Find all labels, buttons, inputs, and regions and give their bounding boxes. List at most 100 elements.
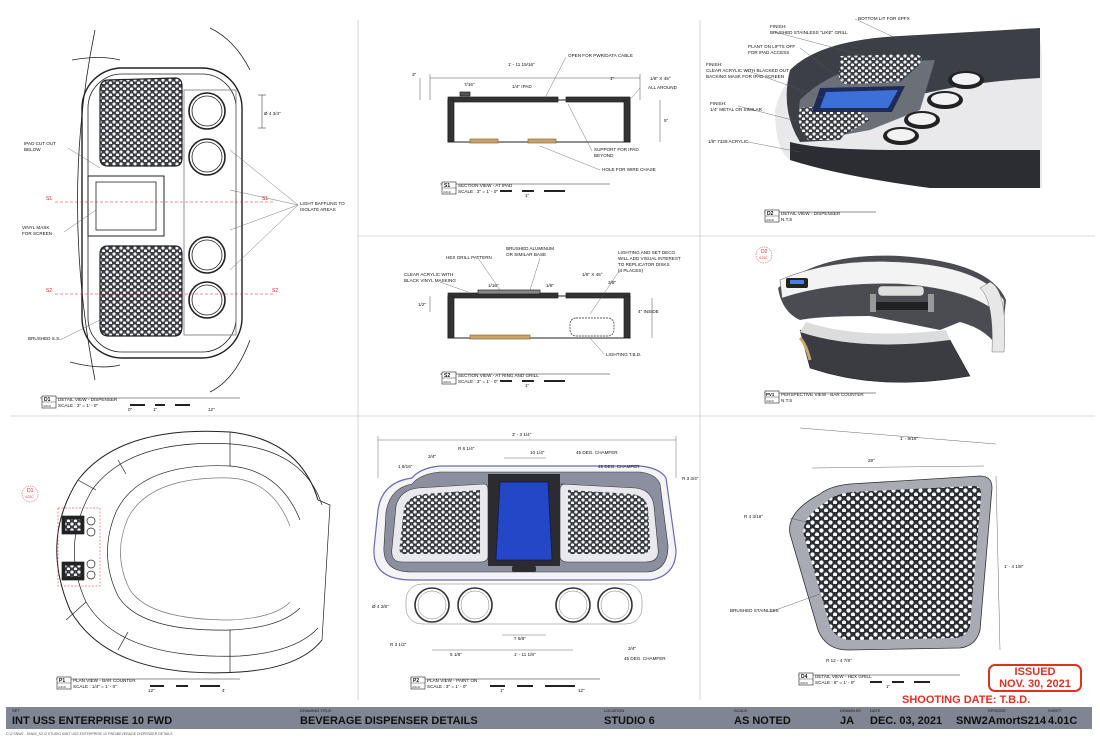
p2-bar-2: 12" bbox=[578, 688, 585, 693]
p1-bar-0: 12" bbox=[148, 688, 155, 693]
d1-note-vinyl: VINYL MASK bbox=[22, 225, 50, 230]
shooting-date: SHOOTING DATE: T.B.D. bbox=[902, 694, 1031, 706]
s2-note-light2: WILL ADD VISUAL INTEREST bbox=[618, 256, 681, 261]
d4-sheet-ref: 4.01C bbox=[800, 681, 809, 685]
p2-dim-d5: 5 1/8" bbox=[450, 652, 462, 657]
d1-note-vinyl2: FOR SCREEN bbox=[22, 231, 52, 236]
d2-note-plant2: FOR IPAD ACCESS bbox=[748, 50, 789, 55]
d1-scale: SCALE : 3" = 1' - 0" bbox=[58, 403, 98, 408]
d4-dim-d1: 1' - 9/16" bbox=[900, 436, 918, 441]
s2-leaders bbox=[439, 257, 621, 355]
d1-marker-s1-right: S1 bbox=[262, 196, 268, 202]
d1-dim-dia: Ø 4 3/4" bbox=[264, 111, 281, 116]
d1-number: D1 bbox=[44, 397, 51, 403]
p2-number: P2 bbox=[413, 678, 419, 684]
d1-title-block bbox=[40, 395, 240, 409]
d1-note-baffle2: ISOLATE AREAS bbox=[300, 207, 336, 212]
s2-scale: SCALE : 3" = 1' - 0" bbox=[458, 379, 498, 384]
p2-dim-d75: 7 5/8" bbox=[514, 636, 526, 641]
p1-drawing bbox=[21, 430, 331, 674]
d1-bar-0: 0" bbox=[128, 407, 133, 412]
pv1-callout-num: D2 bbox=[761, 249, 768, 255]
d1-bar-2: 12" bbox=[208, 407, 215, 412]
s1-note-ipad: 1/4" IPAD bbox=[512, 84, 532, 89]
s2-note-chamfer: 1/8" X 45° bbox=[582, 272, 603, 277]
tb-date-value: DEC. 03, 2021 bbox=[870, 715, 943, 727]
title-block: SET INT USS ENTERPRISE 10 FWD DRAWING TI… bbox=[6, 707, 1092, 729]
s2-dim-116: 1/16" bbox=[488, 283, 499, 288]
d4-number: D4 bbox=[801, 674, 808, 680]
d4-dim-r12: R 12 - 4 7/8" bbox=[826, 658, 852, 663]
s1-dim-3: 3" bbox=[412, 72, 417, 77]
file-path-footnote: C:\2 SNW2 - SNW2_S2 \2 STUDIO 6\INT USS … bbox=[6, 732, 173, 736]
p2-dim-d34: 3/4" bbox=[628, 646, 636, 651]
s2-note-brushed: BRUSHED ALUMINUM bbox=[506, 246, 554, 251]
d2-note-fin3: FINISH: bbox=[710, 101, 726, 106]
p1-title: PLAN VIEW - BAR COUNTER bbox=[73, 678, 136, 683]
s2-note-light1: LIGHTING AND SET DECO bbox=[618, 250, 676, 255]
tb-drawn-caption: DRAWN BY bbox=[840, 708, 862, 713]
d2-note-fin1b: BRUSHED STAINLESS "LIKE" GRILL bbox=[770, 30, 848, 35]
tb-episode: EPISODE AmortS214 bbox=[988, 707, 1048, 729]
s2-note-hex: HEX GRILL PATTERN bbox=[446, 255, 492, 260]
p2-dim-d4: 3/4" bbox=[428, 454, 436, 459]
tb-scale-value: AS NOTED bbox=[734, 715, 791, 727]
tb-scale-caption: SCALE bbox=[734, 708, 748, 713]
tb-location-value: STUDIO 6 bbox=[604, 715, 655, 727]
pv1-sheet-ref: 4.01C bbox=[766, 399, 775, 403]
s1-note-chamfer: 1/8" X 45° bbox=[650, 76, 671, 81]
d4-dim-d10: 1' - 4 1/8" bbox=[1004, 564, 1024, 569]
d2-title: DETAIL VIEW - DISPENSER bbox=[781, 211, 841, 216]
d2-render bbox=[775, 28, 1042, 188]
p1-callout-num: D1 bbox=[27, 488, 34, 494]
s1-dim-1: 1" bbox=[610, 76, 615, 81]
d1-section-lines bbox=[55, 201, 275, 295]
tb-episode-caption: EPISODE bbox=[988, 708, 1006, 713]
s1-dim-7: 7/16" bbox=[464, 82, 475, 87]
p2-dim-d10: 10 1/4" bbox=[530, 450, 545, 455]
p1-sheet-ref: 4.01C bbox=[58, 685, 67, 689]
p1-number: P1 bbox=[59, 678, 65, 684]
d2-scale: N.T.S bbox=[781, 217, 792, 222]
p2-scale: SCALE : 3" = 1' - 0" bbox=[427, 684, 467, 689]
d2-note-bottom: BOTTOM LIT FOR SPFX bbox=[858, 16, 910, 21]
d1-note-baffle: LIGHT BAFFLING TO bbox=[300, 201, 345, 206]
issued-stamp: ISSUED NOV. 30, 2021 bbox=[988, 664, 1082, 692]
p2-dim-r6: R 6 1/4" bbox=[458, 446, 475, 451]
s1-leaders bbox=[539, 56, 641, 171]
d2-note-plant: PLANT ON LIFTS OFF bbox=[748, 44, 795, 49]
s1-note-open: OPEN FOR PWR/DATA CABLE bbox=[568, 53, 633, 58]
d1-marker-s2-right: S2 bbox=[272, 288, 278, 294]
s1-number: S1 bbox=[444, 183, 450, 189]
tb-drawn-value: JA bbox=[840, 715, 855, 727]
s2-note-light3: TO REPLICATOR DISKS bbox=[618, 262, 670, 267]
d4-dim-d28: 28" bbox=[868, 458, 875, 463]
tb-location: LOCATION STUDIO 6 bbox=[604, 707, 714, 729]
p2-sheet-ref: 4.01C bbox=[412, 685, 421, 689]
d4-bar-1: 1" bbox=[886, 684, 891, 689]
pv1-callout-ref: 4.01C bbox=[759, 256, 768, 260]
s1-title: SECTION VIEW - AT IPAD bbox=[458, 183, 513, 188]
s1-sheet-ref: 4.01C bbox=[443, 190, 452, 194]
d2-note-fin1: FINISH: bbox=[770, 24, 786, 29]
d2-leaders bbox=[737, 18, 901, 153]
tb-date: DATE DEC. 03, 2021 bbox=[870, 707, 954, 729]
p2-dim-width: 3' - 3 1/4" bbox=[512, 432, 532, 437]
panel-grid bbox=[10, 20, 1095, 700]
pv1-title: PERSPECTIVE VIEW - BAR COUNTER bbox=[781, 392, 864, 397]
s2-note-brushed2: OR SIMILAR BASE bbox=[506, 252, 546, 257]
p2-dim-r3: R 3 3/4" bbox=[682, 476, 699, 481]
s2-dim-12: 1/2" bbox=[418, 302, 426, 307]
d1-note-ipad2: BELOW bbox=[24, 147, 41, 152]
tb-date-caption: DATE bbox=[870, 708, 881, 713]
tb-blank: SNW2 bbox=[956, 707, 988, 729]
s2-note-acrylic: CLEAR ACRYLIC WITH bbox=[404, 272, 453, 277]
p2-dim-c2: 45 DEG. CHAMFER bbox=[598, 464, 640, 469]
tb-drawing-caption: DRAWING TITLE bbox=[300, 708, 332, 713]
p2-dim-d11: 1' - 11 1/8" bbox=[514, 652, 536, 657]
s1-scale: SCALE : 3" = 1' - 0" bbox=[458, 189, 498, 194]
d1-sheet-ref: 4.01C bbox=[43, 404, 52, 408]
pv1-scale: N.T.S bbox=[781, 398, 792, 403]
p1-bar-1: 4' bbox=[222, 688, 226, 693]
